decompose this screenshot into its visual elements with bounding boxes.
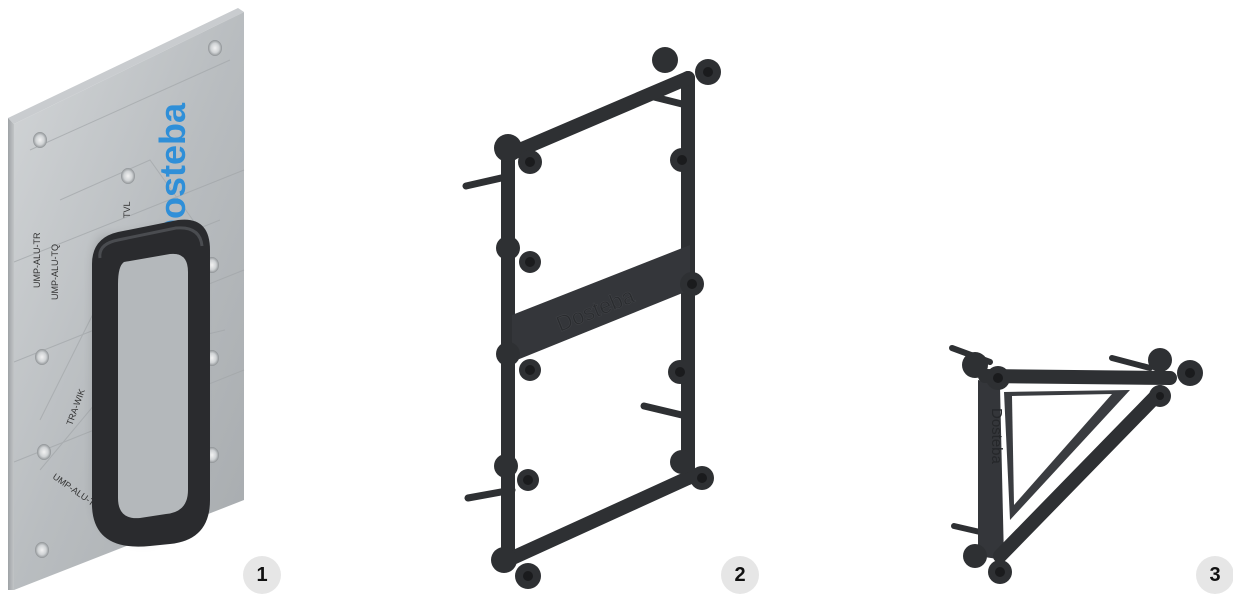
triangle-nub xyxy=(1148,348,1172,372)
frame-nub xyxy=(652,47,678,73)
plate-hole xyxy=(208,40,222,56)
product-number-badge-3: 3 xyxy=(1196,556,1233,594)
frame-nub xyxy=(670,450,694,474)
triangle-nub-hole xyxy=(1156,392,1164,400)
triangle-pin xyxy=(1109,355,1153,371)
frame-bottom-bar xyxy=(501,471,695,567)
frame-nub-hole xyxy=(697,473,707,483)
plate-side-edge xyxy=(8,118,14,590)
plate-hole xyxy=(33,132,47,148)
plate-label: UMP-ALU-TR xyxy=(32,232,42,288)
triangle-top-arm xyxy=(978,369,1177,385)
product-2-frame-group: Dosteba xyxy=(462,47,721,589)
plate-hole xyxy=(35,349,49,365)
product-1-plate-group: Dosteba UMP-ALU-TR UMP-ALU-TQ TVL TRA-WI… xyxy=(8,8,245,590)
handle-opening xyxy=(118,253,188,519)
frame-nub xyxy=(496,236,520,260)
frame-nub-hole xyxy=(523,475,533,485)
plate-hole xyxy=(35,542,49,558)
product-3-triangle-group: Dosteba xyxy=(949,345,1203,584)
plate-top-edge xyxy=(8,8,244,124)
triangle-nub-holes xyxy=(993,368,1195,577)
triangle-opening xyxy=(1012,394,1112,505)
frame-nub-holes xyxy=(523,67,713,581)
frame-nub xyxy=(496,342,520,366)
frame-nub-hole xyxy=(687,279,697,289)
product-1-handle xyxy=(91,219,210,547)
triangle-nub-hole xyxy=(995,567,1005,577)
plate-label: TVL xyxy=(122,201,132,218)
frame-nub xyxy=(494,454,518,478)
frame-nub-hole xyxy=(525,365,535,375)
product-number-badge-2: 2 xyxy=(721,556,759,594)
frame-nub xyxy=(491,547,517,573)
frame-nub-hole xyxy=(523,571,533,581)
frame-nub-hole xyxy=(675,367,685,377)
triangle-nub-hole xyxy=(993,373,1003,383)
frame-nub-hole xyxy=(677,155,687,165)
triangle-vertical-web xyxy=(978,380,1004,560)
frame-nub-hole xyxy=(703,67,713,77)
plate-hole xyxy=(121,168,135,184)
plate-hole xyxy=(37,444,51,460)
triangle-nub-hole xyxy=(1185,368,1195,378)
frame-nub xyxy=(494,134,522,162)
product-number-badge-1: 1 xyxy=(243,556,281,594)
frame-nub-hole xyxy=(525,157,535,167)
frame-nub-hole xyxy=(525,257,535,267)
plate-label: UMP-ALU-TQ xyxy=(50,244,60,300)
frame-pin xyxy=(640,402,690,420)
frame-middle-panel xyxy=(512,245,690,362)
handle-highlight xyxy=(98,226,204,259)
triangle-diagonal xyxy=(993,385,1167,563)
frame-top-bar xyxy=(501,71,695,162)
triangle-brand-emboss: Dosteba xyxy=(988,408,1005,465)
triangle-pin xyxy=(951,523,983,535)
triangle-nub xyxy=(963,544,987,568)
triangle-nub xyxy=(962,352,988,378)
